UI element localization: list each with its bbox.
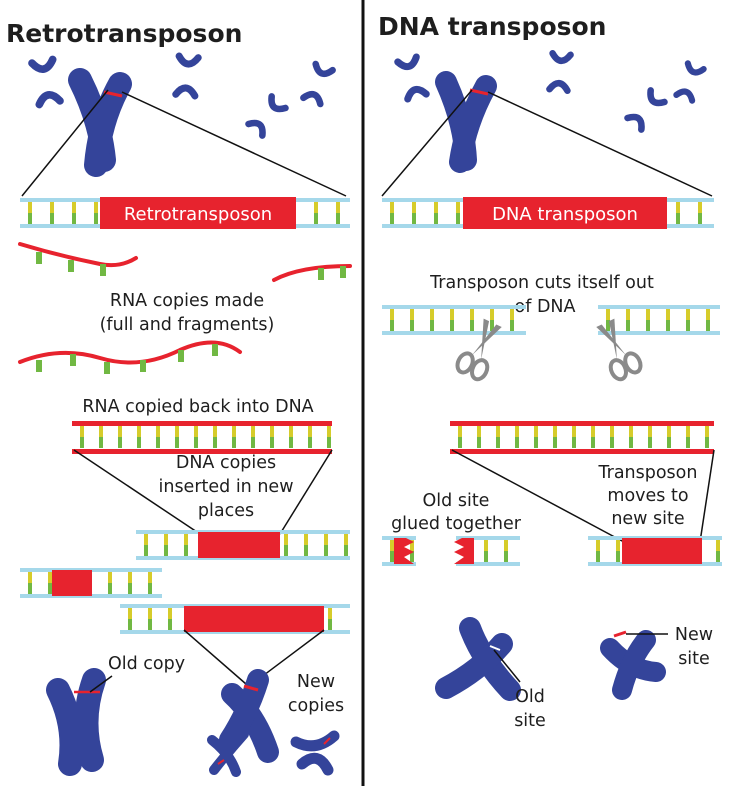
zoom-line-right-a [381,89,473,197]
scissors-right-icon [589,314,646,384]
chromosome-top-left-2 [176,56,198,96]
old-site-line2: site [514,711,546,731]
cuts-line1: Transposon cuts itself out [429,273,654,293]
chromosome-old-copy [46,668,106,776]
inserted-line2: inserted in new [158,477,293,497]
dna-insert-site-3 [120,604,350,634]
dna-insert-site-2 [20,568,162,598]
chromosome-top-left-3 [249,96,286,135]
old-site-pointer [493,649,521,683]
chromosome-small-bottom-2 [290,730,340,776]
zoom-line-bottom-a [183,629,247,685]
zoom-line-left-a [21,89,109,197]
move-line-b [699,449,715,543]
dna-cut-left [382,305,526,335]
old-copy-label: Old copy [108,654,185,674]
dna-glued-left [382,536,416,566]
dna-new-site [588,536,722,566]
chromosome-large-left [68,68,132,177]
rna-caption-line2: (full and fragments) [100,315,275,335]
retrotransposon-title: Retrotransposon [6,19,242,48]
chromosome-top-left-4 [303,64,332,104]
dna-transposon-box-label: DNA transposon [492,204,638,225]
zoom-line-right-b [487,91,713,197]
old-site-line1: Old [515,687,545,707]
chromosome-top-right-4 [676,63,703,100]
insert-line-left-a [73,449,201,535]
dna-insert-site-1 [136,530,350,560]
insert-line-left-b [279,449,333,535]
dna-glued-right [454,536,520,566]
chromosome-new-site [600,630,666,700]
moves-line2: moves to [607,486,688,506]
new-copies-line1: New [297,672,335,692]
old-copy-pointer [89,675,113,693]
rna-copies [18,242,352,374]
dna-transposon-box [463,197,667,229]
new-site-line1: New [675,625,713,645]
moves-line3: new site [611,509,684,529]
chromosome-old-site [435,617,521,701]
inserted-line1: DNA copies [176,453,276,473]
old-site-glued-line2: glued together [391,514,522,534]
chromosome-new-copies [219,669,279,763]
chromosome-top-right-1 [398,57,426,99]
cuts-line2: of DNA [515,297,576,317]
double-dna-red-right [450,421,714,454]
double-dna-red [72,421,332,454]
chromosome-small-bottom-1 [207,729,249,777]
chromosome-top-left-1 [32,59,60,104]
dna-transposon-title: DNA transposon [378,12,606,41]
inserted-line3: places [198,501,254,521]
scissors-left-icon [452,314,509,384]
retrotransposon-box [100,197,296,229]
rna-copied-back-label: RNA copied back into DNA [82,397,313,417]
dna-cut-right [598,305,720,335]
move-line-a [451,449,625,543]
rna-caption-line1: RNA copies made [110,291,264,311]
chromosome-large-right [435,71,497,173]
new-site-line2: site [678,649,710,669]
zoom-line-left-b [121,91,347,197]
old-site-glued-line1: Old site [423,491,490,511]
new-copies-line2: copies [288,696,344,716]
chromosome-top-right-2 [549,53,570,90]
chromosome-top-right-3 [628,90,665,129]
moves-line1: Transposon [598,463,698,483]
retrotransposon-box-label: Retrotransposon [124,204,272,225]
